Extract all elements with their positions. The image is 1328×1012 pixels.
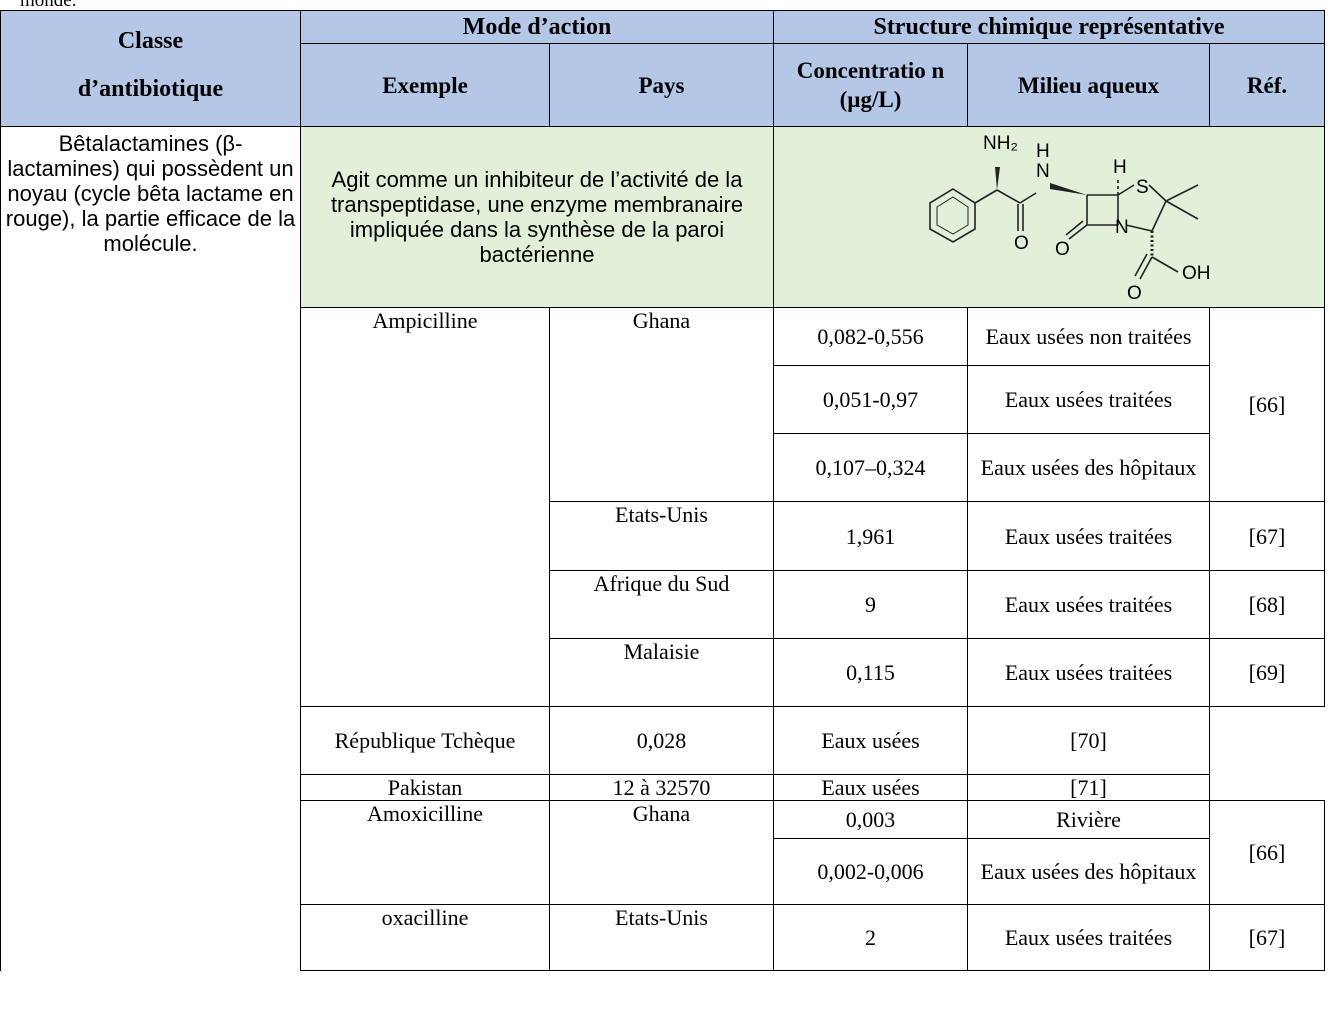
medium-cell: Eaux usées — [773, 774, 968, 801]
ring-n-label: N — [1115, 217, 1129, 238]
table-row: Etats-Unis 1,961 Eaux usées traitées [67… — [1, 501, 1325, 571]
concentration-cell: 2 — [773, 904, 968, 971]
header-exemple: Exemple — [300, 43, 550, 127]
header-concentration: Concentratio n (µg/L) — [773, 43, 968, 127]
amide-h-label: H — [1036, 141, 1050, 162]
table-row: Afrique du Sud 9 Eaux usées traitées [68… — [1, 570, 1325, 639]
country-cell: Malaisie — [549, 638, 774, 707]
table-row: Malaisie 0,115 Eaux usées traitées [69] — [1, 638, 1325, 707]
table-row: 0,051-0,97 Eaux usées traitées — [1, 365, 1325, 434]
header-structure: Structure chimique représentative — [773, 10, 1325, 44]
ref-cell: [67] — [1209, 904, 1325, 971]
header-classe-line1: Classe — [117, 28, 184, 54]
chemical-structure: NH₂ H N H S O N O OH O — [773, 126, 1325, 308]
example-ampicilline: Ampicilline — [300, 307, 550, 707]
ref-cell: [70] — [967, 706, 1210, 775]
mode-of-action: Agit comme un inhibiteur de l’activité d… — [300, 126, 774, 308]
medium-cell: Eaux usées traitées — [967, 904, 1210, 971]
medium-cell: Rivière — [967, 800, 1210, 839]
table-row: Amoxicilline Ghana 0,003 Rivière [66] — [1, 800, 1325, 905]
example-amoxicilline: Amoxicilline — [300, 800, 550, 905]
concentration-cell: 9 — [773, 570, 968, 639]
ref-cell: [67] — [1209, 501, 1325, 571]
concentration-cell: 0,115 — [773, 638, 968, 707]
stereo-wedge — [995, 167, 1000, 190]
header-pays: Pays — [549, 43, 774, 127]
acid-o-label: O — [1127, 283, 1142, 304]
concentration-cell: 12 à 32570 — [549, 774, 774, 801]
medium-cell: Eaux usées — [773, 706, 968, 775]
ampicillin-structure-drawing: NH₂ H N H S O N O OH O — [929, 133, 1211, 304]
sulfur-label: S — [1136, 177, 1149, 198]
ref-cell: [66] — [1209, 800, 1325, 905]
medium-cell: Eaux usées traitées — [967, 570, 1210, 639]
country-cell: Pakistan — [300, 774, 550, 801]
concentration-cell: 1,961 — [773, 501, 968, 571]
amide-o-label: O — [1014, 233, 1029, 254]
ring-h-label: H — [1113, 157, 1127, 178]
concentration-cell: 0,028 — [549, 706, 774, 775]
oh-label: OH — [1182, 263, 1211, 284]
table-row: oxacilline Etats-Unis 2 Eaux usées trait… — [1, 904, 1325, 971]
concentration-cell: 0,003 — [773, 800, 968, 839]
medium-cell: Eaux usées traitées — [967, 365, 1210, 434]
ref-cell: [68] — [1209, 570, 1325, 639]
table-row: Pakistan 12 à 32570 Eaux usées [71] — [1, 774, 1325, 801]
lactam-o-label: O — [1055, 239, 1070, 260]
header-milieu: Milieu aqueux — [967, 43, 1210, 127]
header-classe-line2: d’antibiotique — [77, 76, 224, 102]
header-ref: Réf. — [1209, 43, 1325, 127]
medium-cell: Eaux usées traitées — [967, 501, 1210, 571]
country-ghana: Ghana — [549, 307, 774, 502]
medium-cell: Eaux usées des hôpitaux — [967, 433, 1210, 502]
medium-cell: Eaux usées non traitées — [967, 307, 1210, 366]
concentration-cell: 0,051-0,97 — [773, 365, 968, 434]
table-row: Ampicilline Ghana 0,082-0,556 Eaux usées… — [1, 307, 1325, 707]
table-row: République Tchèque 0,028 Eaux usées [70] — [1, 706, 1325, 775]
antibiotic-table: Classe d’antibiotique Mode d’action Stru… — [0, 10, 1325, 971]
concentration-cell: 0,002-0,006 — [773, 838, 968, 905]
example-oxacilline: oxacilline — [300, 904, 550, 971]
nh2-label: NH₂ — [983, 133, 1018, 154]
ref-cell: [66] — [1209, 307, 1325, 502]
country-cell: République Tchèque — [300, 706, 550, 775]
table-row: 0,002-0,006 Eaux usées des hôpitaux — [1, 838, 1325, 905]
country-cell: Afrique du Sud — [549, 570, 774, 639]
medium-cell: Eaux usées traitées — [967, 638, 1210, 707]
medium-cell: Eaux usées des hôpitaux — [967, 838, 1210, 905]
preceding-text-fragment: monde. — [20, 0, 76, 9]
header-mode-action: Mode d’action — [300, 10, 774, 44]
country-cell: Etats-Unis — [549, 501, 774, 571]
amide-n-label: N — [1036, 161, 1050, 182]
class-description: Bêtalactamines (β-lactamines) qui possèd… — [0, 126, 301, 971]
country-cell: Ghana — [549, 800, 774, 905]
concentration-cell: 0,082-0,556 — [773, 307, 968, 366]
ref-cell: [69] — [1209, 638, 1325, 707]
concentration-cell: 0,107–0,324 — [773, 433, 968, 502]
header-classe: Classe d’antibiotique — [0, 10, 301, 127]
ref-cell: [71] — [967, 774, 1210, 801]
country-cell: Etats-Unis — [549, 904, 774, 971]
